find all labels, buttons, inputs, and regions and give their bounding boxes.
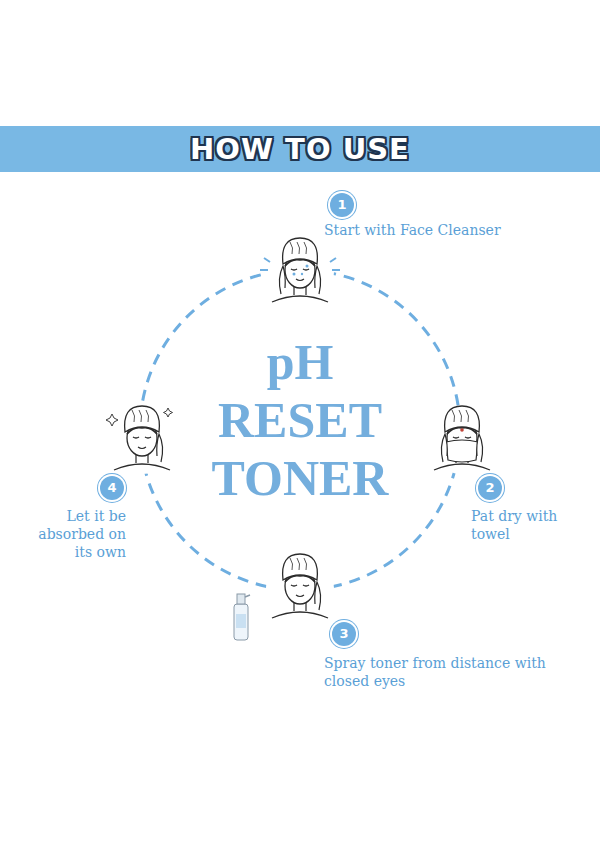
step-marker: 1Start with Face Cleanser — [330, 193, 354, 217]
callout-number: 1 — [330, 193, 354, 217]
figure-backdrop — [266, 554, 334, 622]
step-instruction: Pat dry with towel — [471, 507, 563, 543]
towel-wrap — [283, 554, 318, 580]
towel-wrap — [283, 238, 318, 264]
product-name: pH RESET TONER — [195, 333, 405, 507]
step-marker: 3Spray toner from distance with closed e… — [332, 622, 356, 646]
hand — [315, 266, 321, 294]
drawing-stroke — [234, 604, 248, 640]
drawing-stroke — [260, 258, 340, 270]
face-figure — [106, 406, 176, 474]
hand — [441, 434, 447, 462]
drawing-stroke — [297, 242, 300, 254]
drawing-stroke — [453, 437, 471, 438]
step-instruction: Let it be absorbed on its own — [34, 507, 126, 561]
hand — [315, 582, 321, 610]
drawing-stroke — [301, 273, 303, 275]
step-marker: 4Let it be absorbed on its own — [100, 476, 124, 500]
hand — [157, 434, 163, 462]
towel-wrap — [445, 406, 480, 432]
drawing-stroke — [434, 464, 490, 470]
drawing-stroke — [304, 242, 307, 254]
hand — [279, 266, 285, 294]
drawing-stroke — [272, 612, 328, 618]
drawing-stroke — [132, 410, 135, 422]
drawing-stroke — [237, 594, 245, 604]
drawing-stroke — [304, 558, 307, 570]
face-figure — [428, 406, 496, 474]
face-figure — [260, 238, 340, 306]
drawing-stroke — [459, 410, 462, 422]
step-marker: 2Pat dry with towel — [478, 476, 502, 500]
drawing-stroke — [139, 410, 142, 422]
face-towel — [446, 440, 478, 462]
callout-number: 2 — [478, 476, 502, 500]
dashed-cycle — [140, 270, 460, 590]
drawing-stroke — [290, 242, 293, 254]
title-text: HOW TO USE — [0, 126, 600, 172]
towel-wrap — [125, 406, 160, 432]
drawing-stroke — [296, 595, 304, 597]
sparkle — [106, 408, 173, 426]
callout-number: 4 — [100, 476, 124, 500]
drawing-stroke — [291, 585, 309, 586]
drawing-stroke — [236, 614, 246, 628]
drawing-stroke — [306, 265, 309, 268]
drawing-stroke — [297, 558, 300, 570]
hand — [477, 434, 483, 462]
spray-bottle — [234, 594, 250, 640]
drawing-stroke — [146, 410, 149, 422]
drawing-stroke — [272, 296, 328, 302]
callout-number: 3 — [332, 622, 356, 646]
face-figure — [266, 554, 334, 622]
figure-backdrop — [266, 238, 334, 306]
drawing-stroke — [133, 437, 151, 438]
drawing-stroke — [296, 279, 304, 281]
step-instruction: Start with Face Cleanser — [324, 221, 501, 239]
drawing-stroke — [291, 269, 309, 270]
drawing-stroke — [138, 447, 146, 449]
bindi — [460, 428, 464, 432]
drawing-stroke — [293, 273, 296, 276]
drawing-stroke — [452, 410, 455, 422]
figure-backdrop — [428, 406, 496, 474]
drawing-stroke — [245, 595, 250, 597]
step-instruction: Spray toner from distance with closed ey… — [324, 654, 549, 690]
drawing-stroke — [466, 410, 469, 422]
figure-backdrop — [108, 406, 176, 474]
drawing-stroke — [114, 464, 170, 470]
drawing-stroke — [290, 558, 293, 570]
